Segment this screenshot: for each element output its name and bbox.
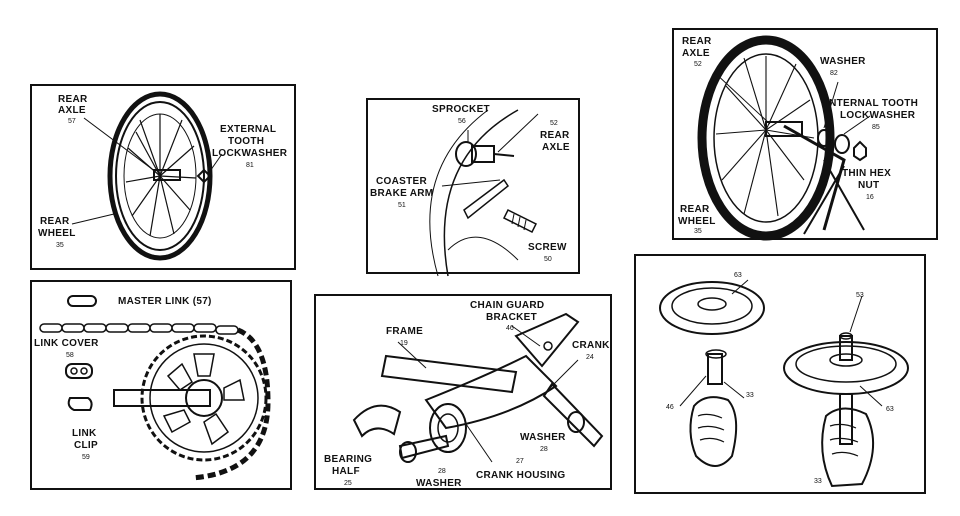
frame-number: 19 — [400, 340, 408, 347]
axle-number: 52 — [550, 120, 558, 127]
washer-number: 82 — [830, 70, 838, 77]
disc-top-number: 63 — [734, 272, 742, 279]
frame-label: FRAME — [386, 326, 424, 337]
rear-axle-label-1: REAR — [540, 130, 570, 141]
bottom-part-number: 33 — [814, 478, 822, 485]
crank-label: CRANK — [572, 340, 610, 351]
rear-wheel-label-1: REAR — [40, 216, 70, 227]
panel-crank-housing: CHAIN GUARD BRACKET 46 FRAME 19 CRANK 24… — [314, 294, 612, 490]
panel-rear-wheel-hex-nut: REAR AXLE 52 WASHER 82 INTERNAL TOOTH LO… — [672, 28, 938, 241]
rear-axle-label-2: AXLE — [58, 105, 86, 116]
right-disc-number: 63 — [886, 406, 894, 413]
link-cover-label: LINK COVER — [34, 338, 99, 349]
rear-axle-label-2: AXLE — [542, 142, 570, 153]
left-part-number: 46 — [666, 404, 674, 411]
rear-axle-label-1: REAR — [682, 36, 712, 47]
crank-housing-label: CRANK HOUSING — [476, 470, 566, 481]
washer-left-label: WASHER — [416, 478, 462, 489]
crank-number: 24 — [586, 354, 594, 361]
crank-housing-number: 27 — [516, 458, 524, 465]
bearing-half-number: 25 — [344, 480, 352, 487]
hex-nut-label-1: THIN HEX — [842, 168, 892, 179]
panel-sprocket-coaster-brake: SPROCKET 56 52 REAR AXLE COASTER BRAKE A… — [366, 98, 580, 277]
coaster-brake-label-1: COASTER — [376, 176, 427, 187]
link-clip-label-1: LINK — [72, 428, 97, 439]
screw-label: SCREW — [528, 242, 567, 253]
panel-hub-disc: 63 53 46 33 63 33 — [634, 254, 926, 494]
middle-part-number: 33 — [746, 392, 754, 399]
link-cover-number: 58 — [66, 352, 74, 359]
crank-housing-illustration — [352, 312, 604, 463]
washer-right-number: 28 — [540, 446, 548, 453]
hex-nut-label-2: NUT — [858, 180, 880, 191]
lockwasher-number: 81 — [246, 162, 254, 169]
washer-left-number: 28 — [438, 468, 446, 475]
rear-axle-label-2: AXLE — [682, 48, 710, 59]
panel-rear-wheel-lockwasher: REAR AXLE 57 EXTERNAL TOOTH LOCKWASHER 8… — [30, 84, 296, 270]
rear-wheel-label-1: REAR — [680, 204, 710, 215]
rear-axle-number: 52 — [694, 61, 702, 68]
hex-nut-number: 16 — [866, 194, 874, 201]
sprocket-number: 56 — [458, 118, 466, 125]
rear-axle-label-1: REAR — [58, 94, 88, 105]
bearing-half-label-2: HALF — [332, 466, 360, 477]
washer-right-label: WASHER — [520, 432, 566, 443]
link-clip-label-2: CLIP — [74, 440, 98, 451]
rear-wheel-illustration — [71, 91, 223, 261]
lockwasher-label-2: TOOTH — [228, 136, 265, 147]
bearing-half-label-1: BEARING — [324, 454, 373, 465]
chain-guard-label-2: BRACKET — [486, 312, 537, 323]
washer-label: WASHER — [820, 56, 866, 67]
lockwasher-label-1: EXTERNAL — [220, 124, 277, 135]
rear-wheel-number: 35 — [694, 228, 702, 235]
rear-wheel-number: 35 — [56, 242, 64, 249]
coaster-brake-number: 51 — [398, 202, 406, 209]
sprocket-label: SPROCKET — [432, 104, 490, 115]
link-clip-number: 59 — [82, 454, 90, 461]
master-link-label: MASTER LINK (57) — [118, 296, 212, 307]
sprocket-illustration — [429, 109, 539, 277]
rear-axle-number: 57 — [68, 118, 76, 125]
coaster-brake-label-2: BRAKE ARM — [370, 188, 434, 199]
chain-sprocket-illustration — [39, 295, 271, 481]
panel-chain-master-link: MASTER LINK (57) LINK COVER 58 LINK CLIP… — [30, 280, 292, 490]
internal-lockwasher-label-2: LOCKWASHER — [840, 110, 916, 121]
hub-disc-illustration — [659, 279, 909, 488]
axle-number: 53 — [856, 292, 864, 299]
internal-lockwasher-label-1: INTERNAL TOOTH — [826, 98, 919, 109]
chain-guard-label-1: CHAIN GUARD — [470, 300, 545, 311]
lockwasher-label-3: LOCKWASHER — [212, 148, 288, 159]
rear-wheel-label-2: WHEEL — [678, 216, 716, 227]
internal-lockwasher-number: 85 — [872, 124, 880, 131]
rear-wheel-label-2: WHEEL — [38, 228, 76, 239]
screw-number: 50 — [544, 256, 552, 263]
chain-guard-number: 46 — [506, 325, 514, 332]
rear-wheel-hex-illustration — [697, 35, 871, 241]
